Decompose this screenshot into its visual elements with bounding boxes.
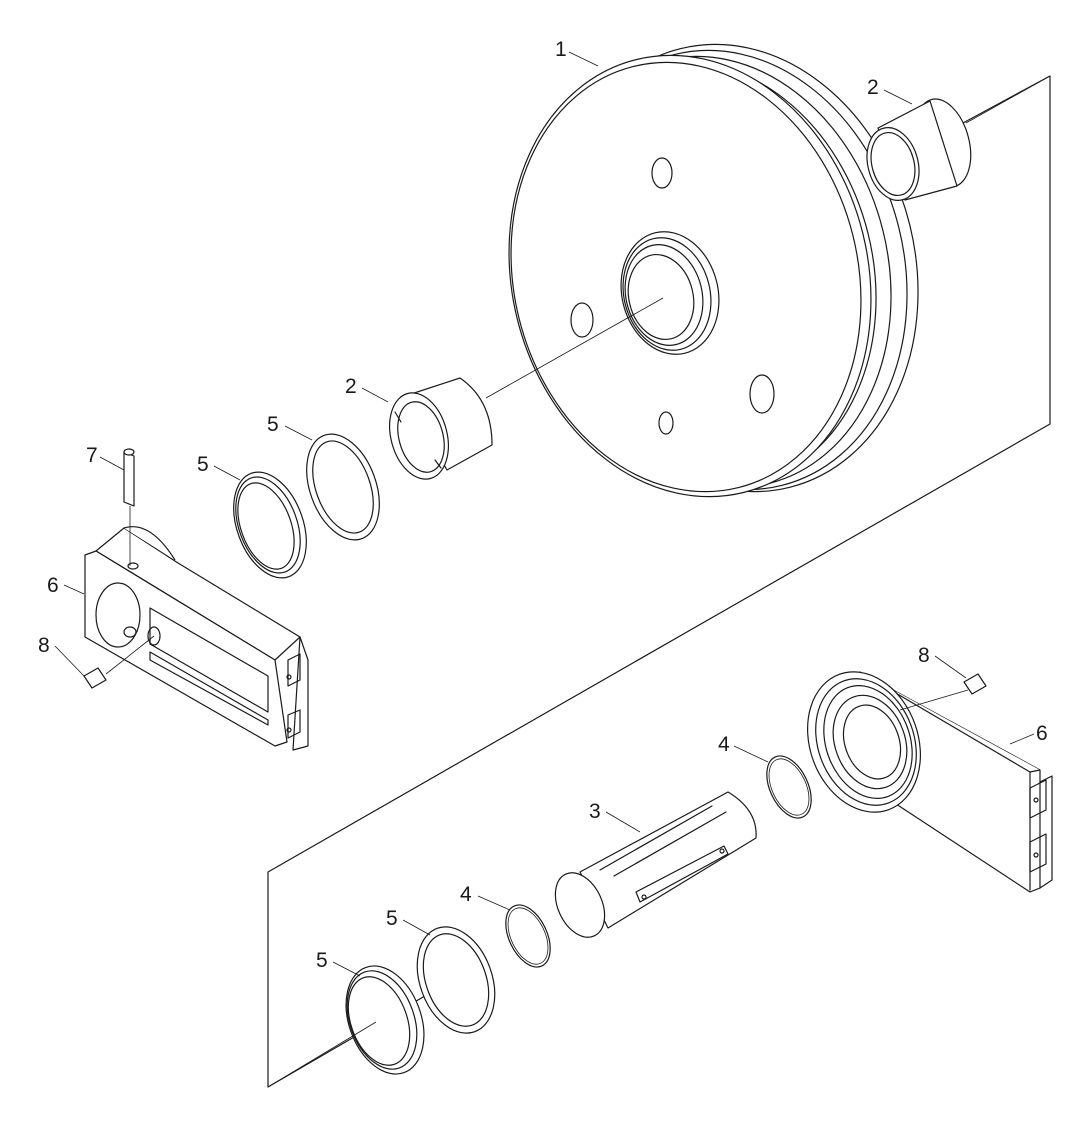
o-ring-upper <box>766 755 812 819</box>
callout-5-lower-b: 5 <box>316 949 328 972</box>
callout-8-left: 8 <box>38 634 50 657</box>
seal-ring-lower-a <box>416 926 496 1034</box>
callout-2-left: 2 <box>345 375 357 398</box>
idler-wheel <box>508 43 919 498</box>
set-screw-right <box>899 673 987 711</box>
callout-5-upper-a: 5 <box>267 413 279 436</box>
callout-4-upper: 4 <box>718 733 730 756</box>
callout-4-lower: 4 <box>460 883 472 906</box>
callout-5-lower-a: 5 <box>386 907 398 930</box>
callout-6-right: 6 <box>1036 722 1048 745</box>
callout-7: 7 <box>86 444 98 467</box>
bracket-right <box>806 671 1053 893</box>
callout-1: 1 <box>555 38 567 61</box>
o-ring-lower <box>505 904 551 968</box>
bracket-left <box>84 526 309 751</box>
seal-ring-upper-a <box>306 433 380 541</box>
set-screw-left <box>83 635 155 689</box>
callout-5-upper-b: 5 <box>197 453 209 476</box>
bushing-right <box>866 75 1051 201</box>
seal-ring-lower-b <box>267 965 425 1088</box>
split-bushing-left <box>389 297 664 480</box>
shaft <box>554 791 757 938</box>
seal-ring-upper-b <box>233 471 307 579</box>
pin <box>123 448 135 566</box>
callout-8-right: 8 <box>918 644 930 667</box>
callout-3: 3 <box>589 800 601 823</box>
callout-2-right: 2 <box>867 76 879 99</box>
leader-lines <box>54 51 1035 977</box>
callouts: 1 2 2 3 4 4 5 5 5 5 6 6 7 8 8 <box>38 38 1048 972</box>
callout-6-left: 6 <box>47 574 59 597</box>
